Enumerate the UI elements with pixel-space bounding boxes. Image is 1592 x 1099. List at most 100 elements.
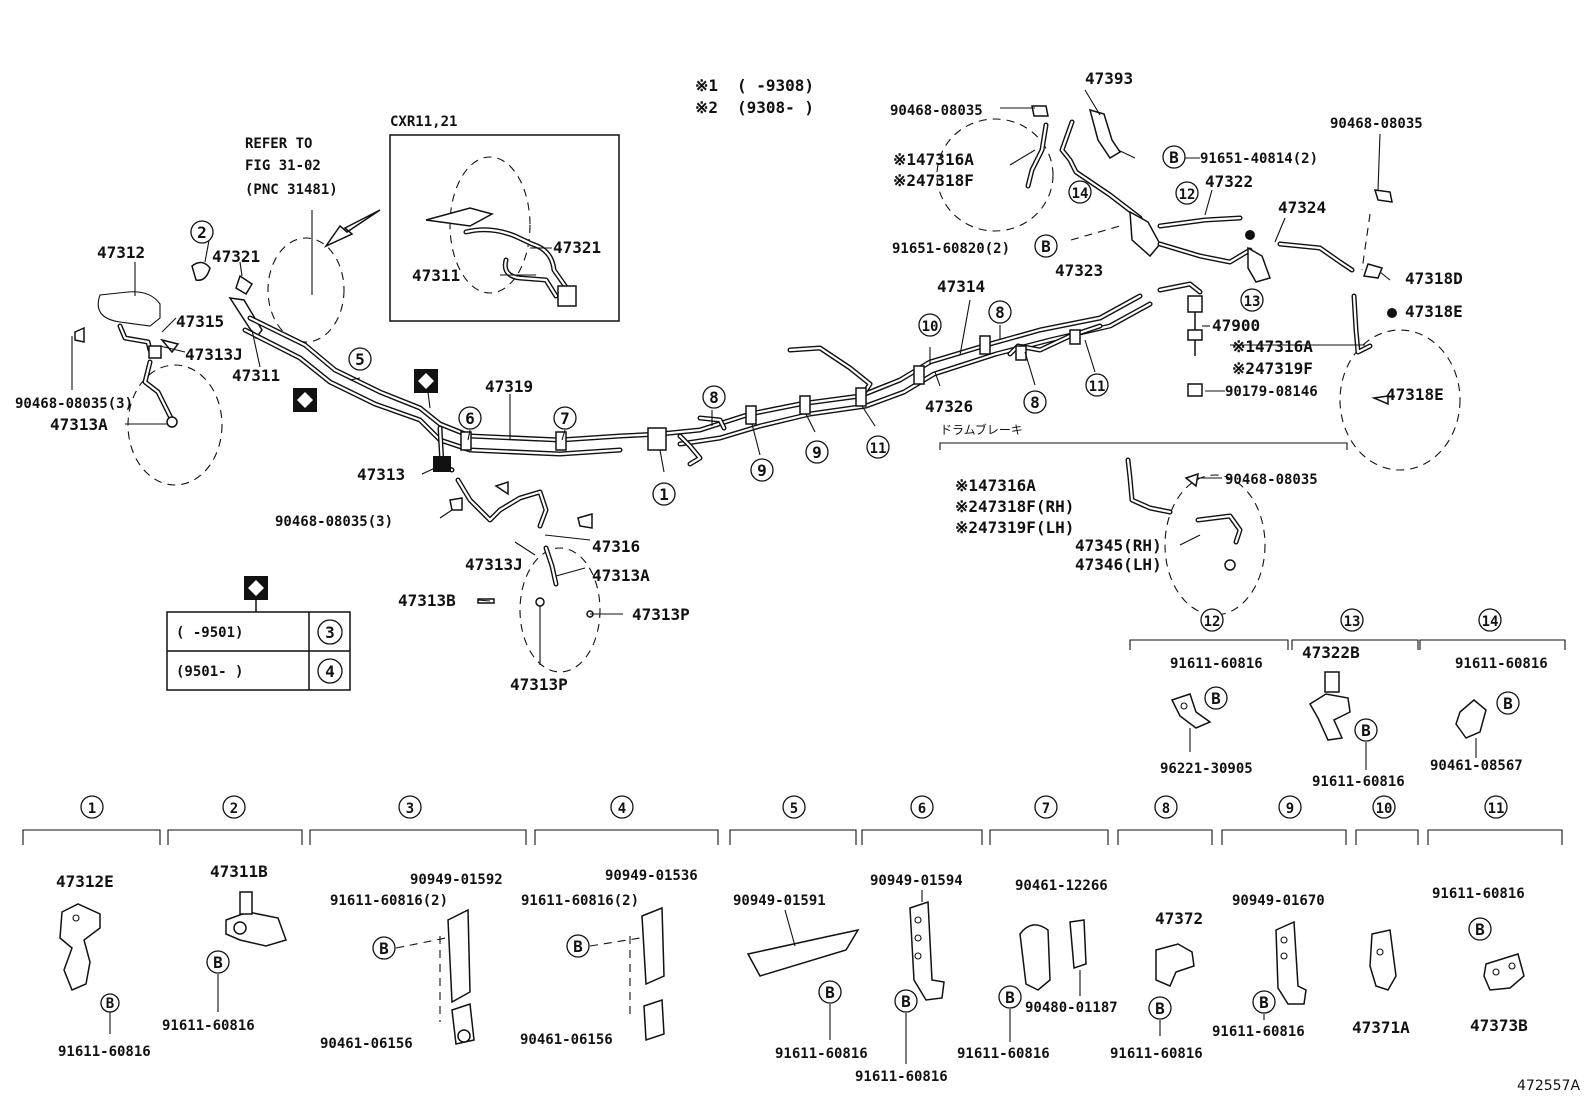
callout-13-a[interactable]: 13 (1244, 294, 1261, 310)
detail-12-91611[interactable]: 91611-60816 (1170, 656, 1263, 672)
label-147316A-a[interactable]: ※147316A (893, 150, 974, 169)
label-91651-40814[interactable]: 91651-40814(2) (1200, 151, 1318, 167)
label-90468-08035-b[interactable]: 90468-08035 (1330, 116, 1423, 132)
label-47312[interactable]: 47312 (97, 243, 145, 262)
label-47311-inset[interactable]: 47311 (412, 266, 460, 285)
detail-8-91611[interactable]: 91611-60816 (1110, 1046, 1203, 1062)
detail-4-callout[interactable]: 4 (618, 801, 626, 817)
refer-to-note[interactable]: REFER TO FIG 31-02 (PNC 31481) (245, 136, 381, 248)
label-247318F-rh[interactable]: ※247318F(RH) (955, 497, 1074, 516)
detail-9-91611[interactable]: 91611-60816 (1212, 1024, 1305, 1040)
label-47313J-b[interactable]: 47313J (465, 555, 523, 574)
detail-7-90461[interactable]: 90461-12266 (1015, 878, 1108, 894)
callout-11-b[interactable]: 11 (1089, 379, 1106, 395)
label-90468-08035-c[interactable]: 90468-08035 (1225, 472, 1318, 488)
detail-10-callout[interactable]: 10 (1376, 801, 1393, 817)
callout-8-a[interactable]: 8 (709, 388, 719, 407)
detail-3-90461[interactable]: 90461-06156 (320, 1036, 413, 1052)
detail-13-47322B[interactable]: 47322B (1302, 643, 1360, 662)
detail-12-96221[interactable]: 96221-30905 (1160, 761, 1253, 777)
label-47313[interactable]: 47313 (357, 465, 405, 484)
label-47323[interactable]: 47323 (1055, 261, 1103, 280)
detail-13-91611[interactable]: 91611-60816 (1312, 774, 1405, 790)
callout-6[interactable]: 6 (465, 409, 475, 428)
callout-12-a[interactable]: 12 (1179, 187, 1196, 203)
detail-3-91611[interactable]: 91611-60816(2) (330, 893, 448, 909)
label-47324[interactable]: 47324 (1278, 198, 1326, 217)
label-47318E-b[interactable]: 47318E (1386, 385, 1444, 404)
detail-11-91611[interactable]: 91611-60816 (1432, 886, 1525, 902)
label-91651-60820[interactable]: 91651-60820(2) (892, 241, 1010, 257)
detail-14-91611[interactable]: 91611-60816 (1455, 656, 1548, 672)
detail-2-callout[interactable]: 2 (230, 801, 238, 817)
label-47315[interactable]: 47315 (176, 312, 224, 331)
detail-2-47311B[interactable]: 47311B (210, 862, 268, 881)
label-47313P-b[interactable]: 47313P (510, 675, 568, 694)
label-247319F-a[interactable]: ※247319F (1232, 359, 1313, 378)
label-47313P-a[interactable]: 47313P (632, 605, 690, 624)
detail-6-90949[interactable]: 90949-01594 (870, 873, 963, 889)
detail-3-callout[interactable]: 3 (406, 801, 414, 817)
label-47316[interactable]: 47316 (592, 537, 640, 556)
label-47311[interactable]: 47311 (232, 366, 280, 385)
callout-9-b[interactable]: 9 (812, 443, 822, 462)
detail-9-90949[interactable]: 90949-01670 (1232, 893, 1325, 909)
callout-8-b[interactable]: 8 (995, 303, 1005, 322)
callout-8-c[interactable]: 8 (1030, 393, 1040, 412)
label-47318E-a[interactable]: 47318E (1405, 302, 1463, 321)
label-47900[interactable]: 47900 (1212, 316, 1260, 335)
detail-3-90949[interactable]: 90949-01592 (410, 872, 503, 888)
label-147316A-b[interactable]: ※147316A (1232, 337, 1313, 356)
label-147316A-c[interactable]: ※147316A (955, 476, 1036, 495)
detail-7-91611[interactable]: 91611-60816 (957, 1046, 1050, 1062)
label-47318D[interactable]: 47318D (1405, 269, 1463, 288)
label-47321[interactable]: 47321 (212, 247, 260, 266)
label-90468-08035-3b[interactable]: 90468-08035(3) (275, 514, 393, 530)
callout-9-a[interactable]: 9 (757, 461, 767, 480)
label-47393[interactable]: 47393 (1085, 69, 1133, 88)
detail-6-91611[interactable]: 91611-60816 (855, 1069, 948, 1085)
detail-11-callout[interactable]: 11 (1488, 801, 1505, 817)
callout-1[interactable]: 1 (659, 485, 669, 504)
label-90179-08146[interactable]: 90179-08146 (1225, 384, 1318, 400)
callout-11-a[interactable]: 11 (870, 441, 887, 457)
label-47314[interactable]: 47314 (937, 277, 985, 296)
label-47326[interactable]: 47326 (925, 397, 973, 416)
detail-13-callout[interactable]: 13 (1344, 614, 1361, 630)
detail-1-callout[interactable]: 1 (88, 801, 96, 817)
callout-5[interactable]: 5 (355, 350, 365, 369)
callout-7[interactable]: 7 (560, 409, 570, 428)
detail-5-callout[interactable]: 5 (790, 801, 798, 817)
detail-5-90949[interactable]: 90949-01591 (733, 893, 826, 909)
detail-6-callout[interactable]: 6 (918, 801, 926, 817)
label-247318F-a[interactable]: ※247318F (893, 171, 974, 190)
callout-14-a[interactable]: 14 (1072, 186, 1089, 202)
label-47313A-a[interactable]: 47313A (50, 415, 108, 434)
detail-8-callout[interactable]: 8 (1162, 801, 1170, 817)
detail-14-callout[interactable]: 14 (1482, 614, 1499, 630)
label-90468-08035-a[interactable]: 90468-08035 (890, 103, 983, 119)
detail-11-47373B[interactable]: 47373B (1470, 1016, 1528, 1035)
detail-1-47312E[interactable]: 47312E (56, 872, 114, 891)
detail-5-91611[interactable]: 91611-60816 (775, 1046, 868, 1062)
label-47346[interactable]: 47346(LH) (1075, 555, 1162, 574)
label-47319[interactable]: 47319 (485, 377, 533, 396)
label-90468-08035-3a[interactable]: 90468-08035(3) (15, 396, 133, 412)
label-47321-inset[interactable]: 47321 (553, 238, 601, 257)
detail-14-90461[interactable]: 90461-08567 (1430, 758, 1523, 774)
label-47313J-a[interactable]: 47313J (185, 345, 243, 364)
detail-4-90461[interactable]: 90461-06156 (520, 1032, 613, 1048)
label-247319F-lh[interactable]: ※247319F(LH) (955, 518, 1074, 537)
detail-1-91611[interactable]: 91611-60816 (58, 1044, 151, 1060)
detail-10-47371A[interactable]: 47371A (1352, 1018, 1410, 1037)
label-47313B[interactable]: 47313B (398, 591, 456, 610)
label-47313A-b[interactable]: 47313A (592, 566, 650, 585)
detail-8-47372[interactable]: 47372 (1155, 909, 1203, 928)
callout-2[interactable]: 2 (197, 223, 207, 242)
detail-2-91611[interactable]: 91611-60816 (162, 1018, 255, 1034)
detail-9-callout[interactable]: 9 (1286, 801, 1294, 817)
callout-10-a[interactable]: 10 (922, 319, 939, 335)
detail-4-90949[interactable]: 90949-01536 (605, 868, 698, 884)
label-47345[interactable]: 47345(RH) (1075, 536, 1162, 555)
label-47322[interactable]: 47322 (1205, 172, 1253, 191)
